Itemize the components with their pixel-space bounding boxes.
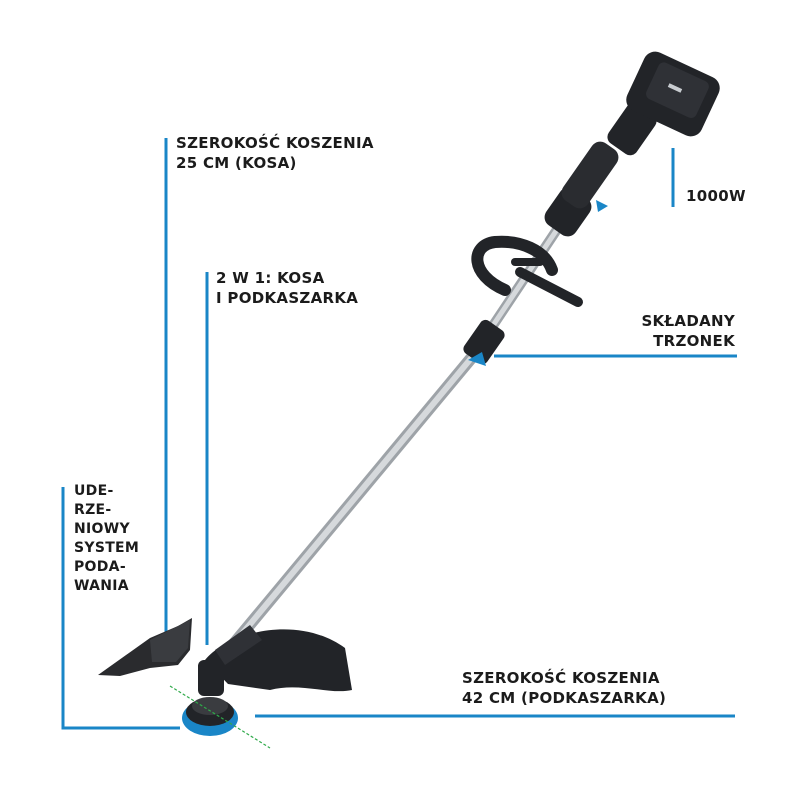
callout-line-bump-feed — [61, 487, 180, 730]
blade-icon — [98, 618, 192, 676]
battery-pack-icon — [626, 51, 720, 137]
label-cut-width-scythe-line2: 25 CM (KOSA) — [176, 154, 297, 172]
label-cut-width-trimmer-line2: 42 CM (PODKASZARKA) — [462, 689, 667, 707]
label-two-in-one-line2: I PODKASZARKA — [216, 289, 359, 307]
label-two-in-one-line1: 2 W 1: KOSA — [216, 269, 325, 287]
label-bump-feed-line3: NIOWY — [74, 521, 130, 537]
label-bump-feed-line2: RZE- — [74, 502, 112, 518]
label-cut-width-trimmer-line1: SZEROKOŚĆ KOSZENIA — [462, 669, 660, 687]
label-bump-feed-line6: WANIA — [74, 578, 129, 594]
label-folding-shaft-line2: TRZONEK — [653, 332, 735, 350]
label-power-line1: 1000W — [686, 187, 746, 205]
label-bump-feed: UDE- RZE- NIOWY SYSTEM PODA- WANIA — [74, 482, 139, 596]
trimmer-head-icon — [169, 625, 352, 749]
label-two-in-one: 2 W 1: KOSA I PODKASZARKA — [216, 268, 358, 308]
label-power: 1000W — [686, 186, 746, 206]
label-folding-shaft: SKŁADANY TRZONEK — [641, 311, 735, 351]
label-folding-shaft-line1: SKŁADANY — [641, 312, 735, 330]
label-cut-width-scythe-line1: SZEROKOŚĆ KOSZENIA — [176, 134, 374, 152]
label-cut-width-scythe: SZEROKOŚĆ KOSZENIA 25 CM (KOSA) — [176, 133, 374, 173]
label-bump-feed-line1: UDE- — [74, 483, 114, 499]
auxiliary-handle — [471, 235, 583, 307]
label-bump-feed-line5: PODA- — [74, 559, 126, 575]
callout-lines — [61, 138, 737, 730]
label-bump-feed-line4: SYSTEM — [74, 540, 140, 556]
grip-housing — [544, 102, 657, 237]
label-cut-width-trimmer: SZEROKOŚĆ KOSZENIA 42 CM (PODKASZARKA) — [462, 668, 666, 708]
folding-joint — [463, 319, 505, 366]
